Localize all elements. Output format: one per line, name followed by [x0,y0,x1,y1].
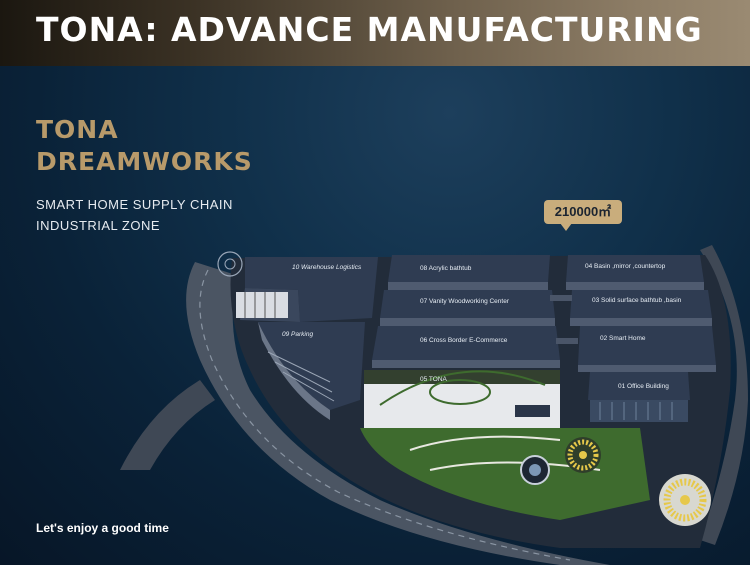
area-badge: 210000㎡ [544,200,622,231]
tagline: Let's enjoy a good time [36,521,169,535]
building-08 [388,255,550,282]
brand-line-1: TONA [36,115,119,144]
header-banner: TONA: ADVANCE MANUFACTURING [0,0,750,66]
road-left-branch [120,380,215,470]
building-01 [588,372,690,400]
warehouse-trucks [236,292,288,318]
subtitle-line-1: SMART HOME SUPPLY CHAIN [36,197,233,212]
page-title: TONA: ADVANCE MANUFACTURING [36,10,703,49]
building-08-label: 08 Acrylic bathtub [420,265,472,272]
building-02-label: 02 Smart Home [600,335,646,342]
right-road [700,245,748,545]
building-03 [570,290,712,318]
building-03-label: 03 Solid surface bathtub ,basin [592,297,682,304]
building-10-label: 10 Warehouse Logistics [292,264,362,271]
helipad [217,251,243,277]
building-01-label: 01 Office Building [618,383,669,390]
zone-subtitle: SMART HOME SUPPLY CHAIN INDUSTRIAL ZONE [36,194,233,236]
building-09 [258,322,365,410]
brand-line-2: DREAMWORKS [36,147,253,176]
building-04 [566,255,704,282]
building-10 [245,257,378,322]
building-09-label: 09 Parking [282,331,313,338]
building-05-label: 05 TONA [420,376,448,383]
subtitle-line-2: INDUSTRIAL ZONE [36,218,161,233]
building-06-label: 06 Cross Border E-Commerce [420,337,508,344]
road-lane [199,269,571,561]
ring-road [186,262,610,565]
building-06 [372,326,560,360]
parking-stripes [267,351,335,402]
lawn-path-1 [409,435,561,451]
brand-name: TONA DREAMWORKS [36,114,253,178]
building-04-label: 04 Basin ,mirror ,countertop [585,263,666,270]
building-07-label: 07 Vanity Woodworking Center [420,298,510,305]
building-02 [578,326,716,365]
building-07 [380,290,555,318]
